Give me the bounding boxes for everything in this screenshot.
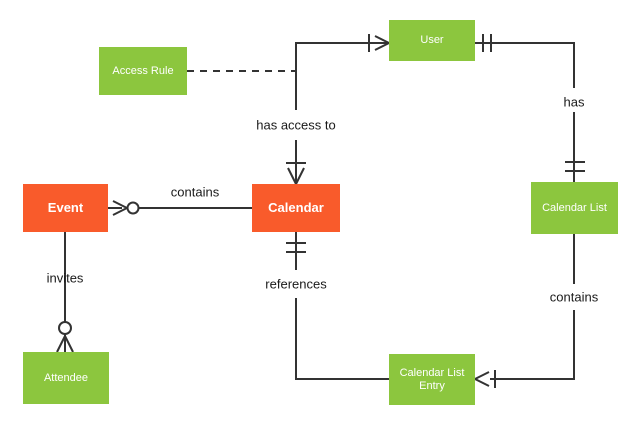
edge-label-contains-list-entry: contains [549, 289, 599, 305]
edge-has-user-calendarlist [475, 42, 575, 88]
entity-calendar-list-label: Calendar List [542, 201, 607, 214]
cardinality-exactly-one-calendar-list [565, 161, 585, 172]
cardinality-exactly-one-calendar-bottom [286, 242, 306, 253]
edge-label-references: references [265, 276, 327, 292]
cardinality-exactly-one-user [482, 34, 492, 52]
entity-event-label: Event [47, 199, 84, 215]
edge-label-invites: invites [46, 270, 84, 286]
edge-references [295, 298, 389, 380]
edge-has-access-to [295, 42, 389, 110]
entity-calendar-label: Calendar [268, 199, 324, 215]
cardinality-one-or-many-calendar-top [286, 162, 306, 185]
entity-attendee[interactable]: Attendee [23, 352, 109, 404]
edge-label-has-access-to: has access to [256, 117, 336, 133]
edge-label-has-user-calendarlist: has [563, 94, 585, 110]
cardinality-zero-or-many-event [108, 200, 140, 216]
entity-calendar-list-entry-label: Calendar List Entry [399, 366, 465, 392]
cardinality-one-or-many-list-entry [474, 370, 496, 388]
entity-event[interactable]: Event [23, 184, 108, 232]
entity-attendee-label: Attendee [43, 371, 89, 384]
entity-calendar-list-entry[interactable]: Calendar List Entry [389, 354, 475, 405]
entity-user[interactable]: User [389, 20, 475, 61]
entity-access-rule[interactable]: Access Rule [99, 47, 187, 95]
edge-label-contains-event-calendar: contains [170, 184, 220, 200]
entity-calendar-list[interactable]: Calendar List [531, 182, 618, 234]
entity-user-label: User [420, 34, 444, 47]
entity-calendar[interactable]: Calendar [252, 184, 340, 232]
edge-contains-list-entry [490, 310, 575, 380]
cardinality-zero-or-many-attendee [56, 321, 74, 353]
cardinality-one-or-many-user [368, 34, 390, 52]
entity-access-rule-label: Access Rule [112, 64, 174, 77]
